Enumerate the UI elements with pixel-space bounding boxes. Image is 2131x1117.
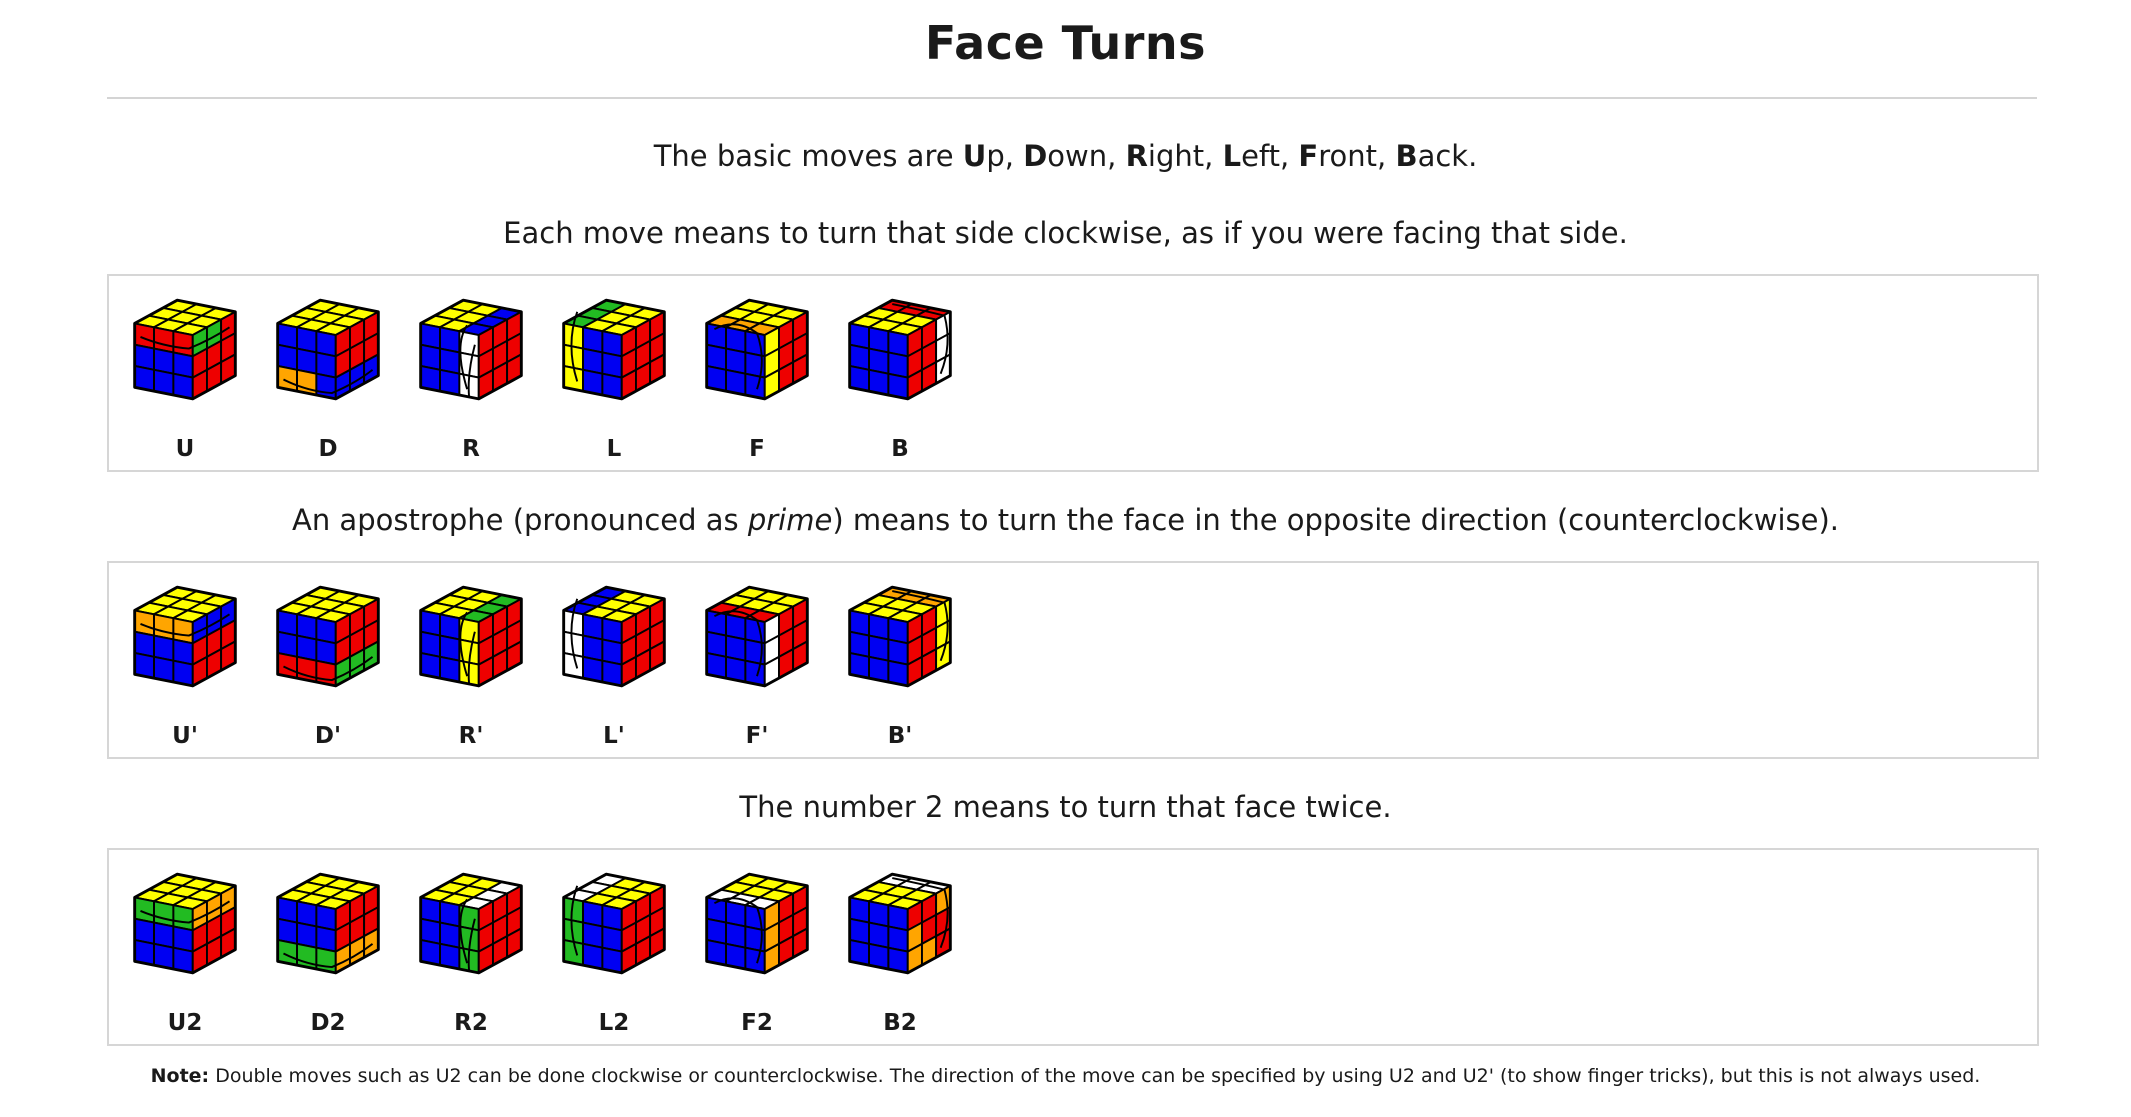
move-label: R bbox=[462, 436, 480, 462]
cube-outline bbox=[705, 585, 809, 688]
turn-arrow bbox=[283, 656, 374, 682]
turn-arrow bbox=[140, 900, 231, 924]
turn-arrow bbox=[459, 898, 476, 972]
page-title: Face Turns bbox=[924, 16, 1207, 70]
cube-D-icon bbox=[268, 288, 388, 413]
cube-R-prime-icon bbox=[411, 575, 531, 700]
prime-paragraph: An apostrophe (pronounced as prime) mean… bbox=[0, 503, 2131, 537]
cube-R-icon bbox=[411, 288, 531, 413]
cube-U-icon bbox=[125, 288, 245, 413]
note-text: Double moves such as U2 can be done cloc… bbox=[209, 1065, 1981, 1087]
double-moves-panel: U2 D2 R2 L2 F2 B2 bbox=[107, 848, 2039, 1046]
move-label: B bbox=[891, 436, 909, 462]
turn-arrow bbox=[713, 897, 763, 964]
turn-arrow bbox=[713, 323, 763, 390]
turn-arrow bbox=[892, 303, 949, 375]
cube-outline bbox=[562, 298, 666, 401]
move-label: B' bbox=[887, 723, 913, 749]
move-label: L2 bbox=[598, 1010, 630, 1036]
prime-moves-panel: U' D' R' L' F' B' bbox=[107, 561, 2039, 759]
cube-D-prime-icon bbox=[268, 575, 388, 700]
cube-outline bbox=[133, 298, 237, 401]
double-paragraph: The number 2 means to turn that face twi… bbox=[739, 790, 1392, 824]
turn-arrow bbox=[713, 610, 763, 677]
turn-arrow bbox=[570, 885, 579, 956]
intro-move-word: Front bbox=[1298, 139, 1378, 173]
move-label: D2 bbox=[310, 1010, 346, 1036]
move-label: R2 bbox=[454, 1010, 488, 1036]
note-paragraph: Note: Double moves such as U2 can be don… bbox=[0, 1065, 2131, 1087]
move-label: U2 bbox=[167, 1010, 203, 1036]
move-label: D bbox=[318, 436, 338, 462]
intro-move-word: Down bbox=[1023, 139, 1108, 173]
title-divider bbox=[107, 97, 2037, 99]
cube-B-prime-icon bbox=[840, 575, 960, 700]
turn-arrow bbox=[570, 311, 579, 382]
cube-F-prime-icon bbox=[697, 575, 817, 700]
turn-arrow bbox=[570, 598, 579, 669]
cube-B-icon bbox=[840, 288, 960, 413]
intro-move-word: Right bbox=[1125, 139, 1205, 173]
intro-prefix: The basic moves are bbox=[653, 139, 963, 173]
move-label: R' bbox=[458, 723, 484, 749]
cube-outline bbox=[705, 298, 809, 401]
clockwise-paragraph: Each move means to turn that side clockw… bbox=[503, 216, 1628, 250]
cube-F-icon bbox=[697, 288, 817, 413]
cube-outline bbox=[133, 585, 237, 688]
prime-text-before: An apostrophe (pronounced as bbox=[291, 503, 748, 537]
cube-outline bbox=[848, 298, 952, 401]
cube-L-icon bbox=[554, 288, 674, 413]
cube-B2-icon bbox=[840, 862, 960, 987]
cube-outline bbox=[276, 872, 380, 975]
move-label: D' bbox=[314, 723, 342, 749]
move-label: B2 bbox=[883, 1010, 917, 1036]
prime-text-italic: prime bbox=[747, 503, 833, 537]
cube-U-prime-icon bbox=[125, 575, 245, 700]
move-label: F' bbox=[745, 723, 769, 749]
turn-arrow bbox=[892, 590, 949, 662]
cube-outline bbox=[419, 872, 523, 975]
cube-outline bbox=[276, 585, 380, 688]
intro-move-word: Left bbox=[1222, 139, 1280, 173]
cube-outline bbox=[848, 585, 952, 688]
intro-paragraph: The basic moves are Up, Down, Right, Lef… bbox=[653, 139, 1478, 173]
cube-D2-icon bbox=[268, 862, 388, 987]
cube-outline bbox=[562, 585, 666, 688]
cube-F2-icon bbox=[697, 862, 817, 987]
move-label: L' bbox=[603, 723, 625, 749]
cube-U2-icon bbox=[125, 862, 245, 987]
turn-arrow bbox=[459, 324, 476, 398]
turn-arrow bbox=[140, 613, 231, 637]
cube-R2-icon bbox=[411, 862, 531, 987]
prime-text-after: ) means to turn the face in the opposite… bbox=[832, 503, 1839, 537]
cube-outline bbox=[562, 872, 666, 975]
cube-outline bbox=[419, 298, 523, 401]
turn-arrow bbox=[283, 943, 374, 969]
move-label: L bbox=[606, 436, 622, 462]
turn-arrow bbox=[140, 326, 231, 350]
cube-L2-icon bbox=[554, 862, 674, 987]
move-label: F2 bbox=[741, 1010, 773, 1036]
cube-outline bbox=[705, 872, 809, 975]
turn-arrow bbox=[892, 877, 949, 949]
note-label: Note: bbox=[150, 1065, 210, 1087]
intro-move-word: Back bbox=[1395, 139, 1469, 173]
move-label: U' bbox=[172, 723, 198, 749]
cube-outline bbox=[276, 298, 380, 401]
cube-outline bbox=[133, 872, 237, 975]
move-label: U bbox=[175, 436, 195, 462]
cube-L-prime-icon bbox=[554, 575, 674, 700]
turn-arrow bbox=[283, 369, 374, 395]
cube-outline bbox=[419, 585, 523, 688]
intro-move-word: Up bbox=[962, 139, 1005, 173]
move-label: F bbox=[749, 436, 765, 462]
cube-outline bbox=[848, 872, 952, 975]
turn-arrow bbox=[459, 611, 476, 685]
